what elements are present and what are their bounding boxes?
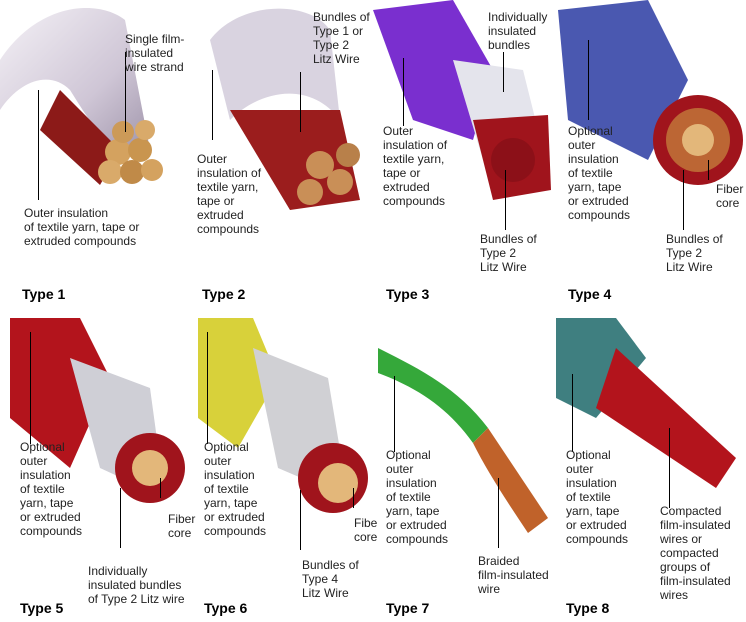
type-3-title: Type 3 — [386, 286, 429, 302]
type-6-title: Type 6 — [204, 600, 247, 616]
type-4-insulation-label: Optional outer insulation of textile yar… — [568, 124, 630, 222]
panel-type-4: Optional outer insulation of textile yar… — [558, 0, 746, 310]
type-5-insulation-label: Optional outer insulation of textile yar… — [20, 440, 82, 538]
type-2-title: Type 2 — [202, 286, 245, 302]
type-7-braided-label: Braided film-insulated wire — [478, 554, 549, 596]
type-5-bundles-label: Individually insulated bundles of Type 2… — [88, 564, 185, 606]
panel-type-1: Single film- insulated wire strand Outer… — [0, 0, 186, 310]
type-5-title: Type 5 — [20, 600, 63, 616]
panel-type-5: Optional outer insulation of textile yar… — [0, 318, 198, 622]
type-1-insulation-label: Outer insulation of textile yarn, tape o… — [24, 206, 139, 248]
type-4-fiber-core-label: Fiber core — [716, 182, 743, 210]
type-7-insulation-label: Optional outer insulation of textile yar… — [386, 448, 448, 546]
panel-type-7: Optional outer insulation of textile yar… — [378, 318, 556, 622]
type-6-bundles-label: Bundles of Type 4 Litz Wire — [302, 558, 359, 600]
type-6-fiber-core-label: Fiber core — [354, 516, 378, 544]
type-2-insulation-label: Outer insulation of textile yarn, tape o… — [197, 152, 261, 236]
type-1-strand-label: Single film- insulated wire strand — [125, 32, 184, 74]
type-8-insulation-label: Optional outer insulation of textile yar… — [566, 448, 628, 546]
type-3-individual-label: Individually insulated bundles — [488, 10, 547, 52]
panel-type-3: Individually insulated bundles Outer ins… — [373, 0, 556, 310]
type-2-bundles-label: Bundles of Type 1 or Type 2 Litz Wire — [313, 10, 370, 66]
type-6-insulation-label: Optional outer insulation of textile yar… — [204, 440, 266, 538]
panel-type-6: Optional outer insulation of textile yar… — [198, 318, 378, 622]
type-3-insulation-label: Outer insulation of textile yarn, tape o… — [383, 124, 447, 208]
panel-type-2: Bundles of Type 1 or Type 2 Litz Wire Ou… — [190, 0, 370, 310]
type-3-bundles-label: Bundles of Type 2 Litz Wire — [480, 232, 537, 274]
type-5-fiber-core-label: Fiber core — [168, 512, 195, 540]
type-7-title: Type 7 — [386, 600, 429, 616]
panel-type-8: Optional outer insulation of textile yar… — [556, 318, 746, 622]
type-8-compacted-label: Compacted film-insulated wires or compac… — [660, 504, 731, 602]
type-4-bundles-label: Bundles of Type 2 Litz Wire — [666, 232, 723, 274]
type-8-title: Type 8 — [566, 600, 609, 616]
type-4-title: Type 4 — [568, 286, 611, 302]
type-1-title: Type 1 — [22, 286, 65, 302]
